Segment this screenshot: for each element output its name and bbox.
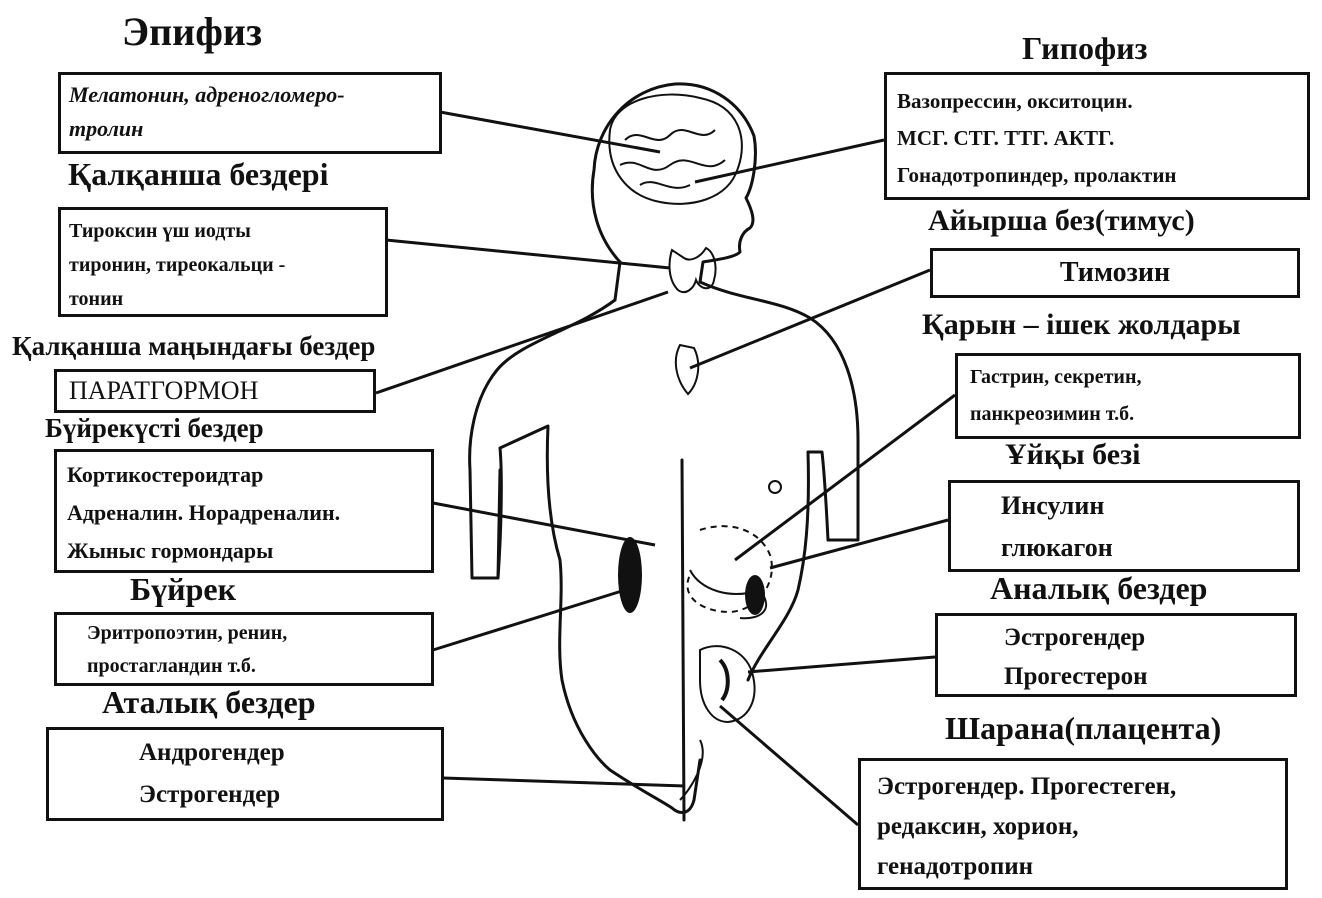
placenta-line-1: Эстрогендер. Прогестеген, (877, 767, 1269, 807)
leader-ovaries (748, 657, 935, 672)
box-parathyroid: ПАРАТГОРМОН (54, 369, 376, 413)
heading-thyroid: Қалқанша бездері (68, 158, 328, 190)
fetus (720, 660, 728, 700)
heading-epiphysis: Эпифиз (122, 12, 262, 52)
heading-testes: Аталық бездер (102, 686, 316, 718)
pancreas-line-2: глюкагон (1001, 527, 1247, 569)
body-midline (682, 460, 684, 820)
git-line-2: панкреозимин т.б. (970, 396, 1286, 433)
testes-line-1: Андрогендер (139, 732, 351, 774)
git-line-1: Гастрин, секретин, (970, 359, 1286, 396)
heading-kidney: Бүйрек (130, 573, 236, 605)
testes-line-2: Эстрогендер (139, 774, 351, 816)
box-adrenal: Кортикостероидтар Адреналин. Норадренали… (54, 449, 434, 573)
placenta-line-2: редаксин, хорион, (877, 807, 1269, 847)
arm-left-lower (498, 470, 500, 578)
heading-placenta: Шарана(плацента) (945, 712, 1221, 744)
torso-right (700, 282, 858, 680)
leader-adrenal (433, 503, 655, 545)
leader-git (735, 395, 955, 560)
leader-epiphysis (440, 112, 660, 152)
box-testes: Андрогендер Эстрогендер (46, 727, 444, 821)
nipple (769, 481, 781, 493)
placenta-line-3: генадотропин (877, 847, 1269, 887)
kidney-line-2: простагландин т.б. (87, 650, 401, 683)
box-pancreas: Инсулин глюкагон (948, 480, 1300, 572)
heading-ovaries: Аналық бездер (990, 572, 1207, 604)
box-hypophysis: Вазопрессин, окситоцин. МСГ. СТГ. ТТГ. А… (884, 72, 1310, 200)
box-thyroid: Тироксин үш иодты тиронин, тиреокальци -… (58, 207, 388, 317)
kidney-line-1: Эритропоэтин, ренин, (87, 617, 401, 650)
parathyroid-line-1: ПАРАТГОРМОН (69, 372, 361, 410)
thyroid-line-2: тиронин, тиреокальци - (69, 248, 377, 282)
heading-parathyroid: Қалқанша маңындағы бездер (12, 333, 375, 360)
hypophysis-line-3: Гонадотропиндер, пролактин (897, 157, 1297, 194)
ovaries-line-2: Прогестерон (1004, 657, 1228, 696)
heading-hypophysis: Гипофиз (1022, 32, 1147, 64)
leader-parathyroid (376, 292, 668, 393)
leader-thymus (690, 270, 930, 368)
torso-left (470, 300, 615, 770)
pancreas-mark (745, 575, 765, 615)
adrenal-line-1: Кортикостероидтар (67, 456, 421, 494)
filled-organs (618, 537, 765, 615)
adrenal-line-3: Жыныс гормондары (67, 532, 421, 570)
heading-git: Қарын – ішек жолдары (922, 310, 1241, 340)
organs (609, 95, 781, 800)
leader-lines (376, 112, 955, 825)
epiphysis-line-1: Мелатонин, адреногломеро- (69, 78, 431, 112)
leader-thyroid (386, 240, 670, 268)
pancreas-line-1: Инсулин (1001, 485, 1247, 527)
heading-thymus: Айырша без(тимус) (928, 206, 1195, 236)
hypophysis-line-1: Вазопрессин, окситоцин. (897, 83, 1297, 120)
heading-adrenal: Бүйрекүсті бездер (45, 415, 264, 442)
epiphysis-line-2: тролин (69, 112, 431, 146)
box-placenta: Эстрогендер. Прогестеген, редаксин, хори… (858, 758, 1288, 890)
box-thymus: Тимозин (930, 248, 1300, 298)
heading-pancreas: Ұйқы безі (1005, 440, 1140, 470)
thyroid-line-3: тонин (69, 282, 377, 316)
thymus-gland (676, 345, 698, 394)
thymus-line-1: Тимозин (933, 251, 1297, 295)
hypophysis-line-2: МСГ. СТГ. ТТГ. АКТГ. (897, 120, 1297, 157)
adrenal-kidney (618, 537, 642, 613)
box-epiphysis: Мелатонин, адреногломеро- тролин (58, 72, 442, 154)
box-kidney: Эритропоэтин, ренин, простагландин т.б. (54, 612, 434, 686)
leader-kidney (433, 590, 625, 650)
ovaries-line-1: Эстрогендер (1004, 618, 1228, 657)
body-outline (470, 84, 858, 820)
thyroid-line-1: Тироксин үш иодты (69, 214, 377, 248)
box-ovaries: Эстрогендер Прогестерон (935, 613, 1297, 697)
leader-placenta (720, 706, 858, 825)
adrenal-line-2: Адреналин. Норадреналин. (67, 494, 421, 532)
box-git: Гастрин, секретин, панкреозимин т.б. (955, 353, 1301, 439)
leader-testes (443, 778, 685, 786)
neck-left (615, 262, 620, 300)
